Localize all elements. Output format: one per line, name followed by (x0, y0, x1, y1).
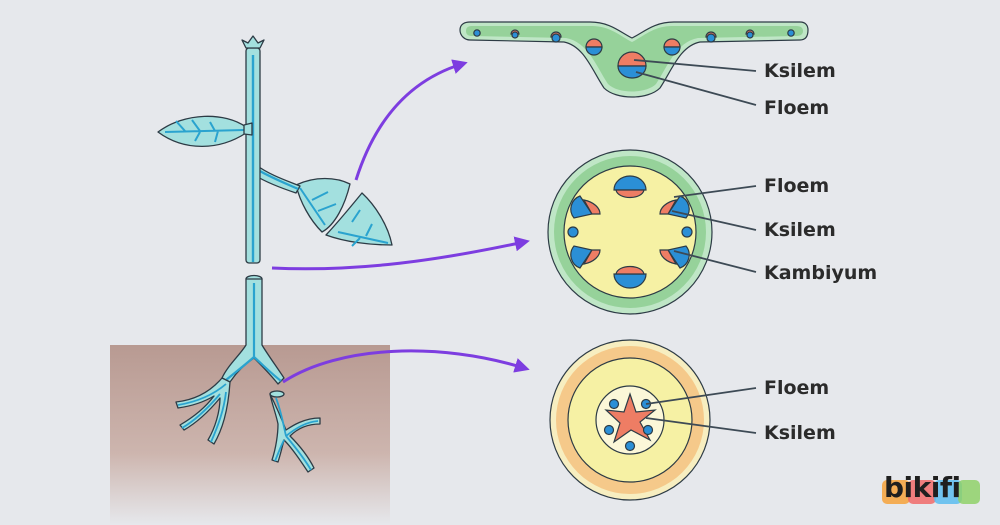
root-xylem-star (604, 392, 657, 444)
side-leaf (295, 177, 351, 233)
stem-bundle-lr (659, 245, 690, 269)
label-stem-xylem: Ksilem (764, 219, 836, 241)
stem-bundle-ur (659, 195, 690, 219)
label-stem-cambium: Kambiyum (764, 262, 878, 284)
brand-name: bikifi (884, 471, 961, 504)
stem-bundle-ul (570, 195, 601, 219)
label-stem-phloem: Floem (764, 175, 830, 197)
arrow-to-leaf (354, 59, 468, 181)
arrow-to-stem (271, 236, 530, 271)
leader-lines (633, 59, 757, 434)
stem-bundle-bottom (613, 265, 647, 289)
arrow-to-root (282, 349, 530, 384)
stem-cross-section (547, 149, 713, 315)
label-root-phloem: Floem (764, 377, 830, 399)
label-leaf-xylem: Ksilem (764, 60, 836, 82)
soil (110, 345, 390, 525)
leaf-cross-section (459, 21, 809, 98)
stem-bundle-top (613, 175, 647, 199)
root-cross-section (549, 339, 711, 501)
label-root-xylem: Ksilem (764, 422, 836, 444)
label-leaf-phloem: Floem (764, 97, 830, 119)
plant (157, 35, 393, 473)
brand-color-bars (882, 480, 982, 504)
brand-logo: bikifi (882, 470, 982, 508)
stem-bundle-ll (570, 245, 601, 269)
